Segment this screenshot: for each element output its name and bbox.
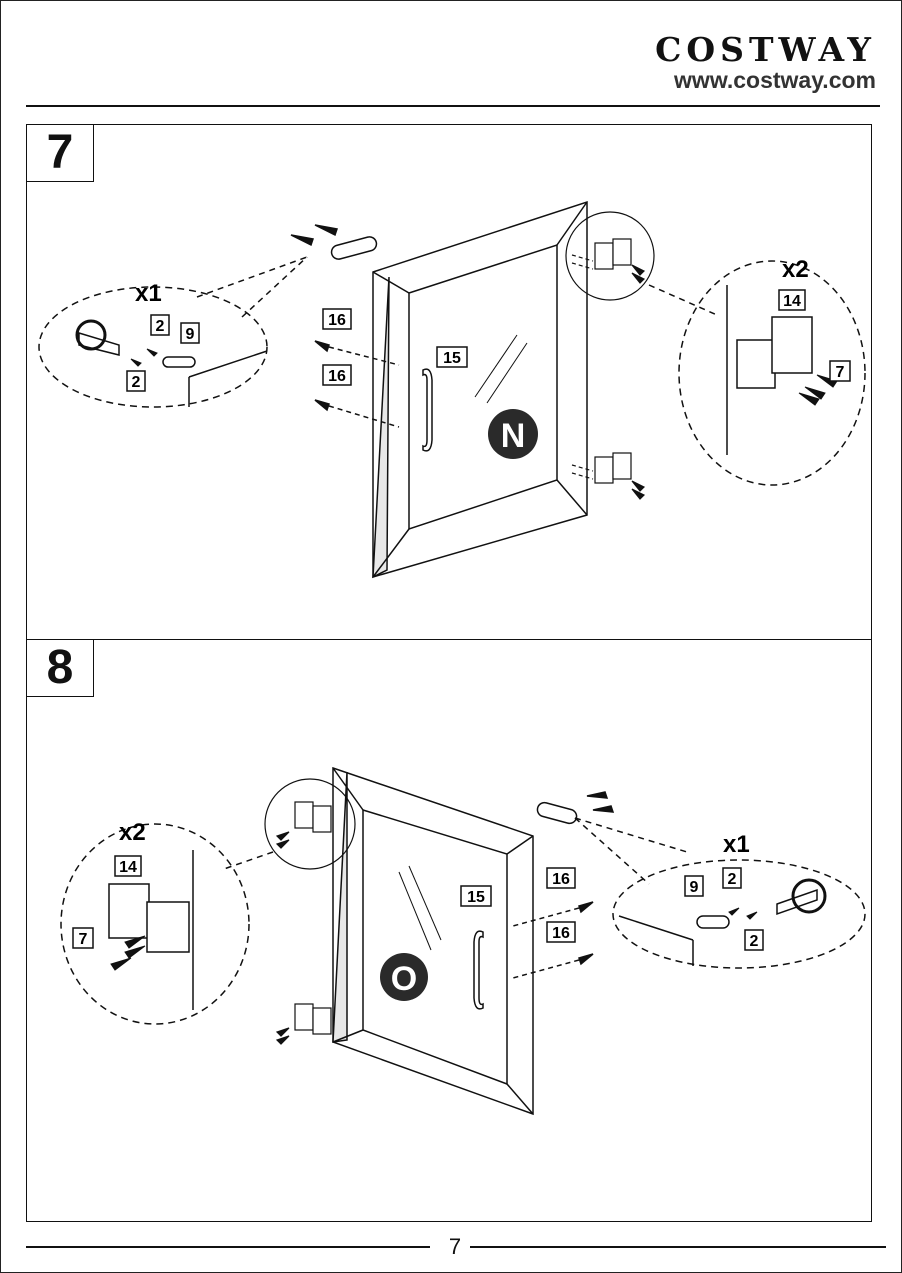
svg-text:16: 16 xyxy=(328,368,346,385)
step-8-illustration: O xyxy=(27,640,873,1223)
svg-text:16: 16 xyxy=(552,871,570,888)
footer-rule-right xyxy=(470,1246,886,1248)
svg-text:15: 15 xyxy=(467,889,485,906)
step-7-illustration: N xyxy=(27,125,873,641)
part-16a-label: 16 xyxy=(547,868,575,888)
part-14-label: 14 xyxy=(779,290,805,310)
handle-count: x1 xyxy=(723,831,750,858)
header-divider xyxy=(26,105,880,107)
door-n xyxy=(373,202,587,577)
footer-rule-left xyxy=(26,1246,430,1248)
svg-text:7: 7 xyxy=(836,364,845,381)
step-7-panel: N xyxy=(26,124,872,640)
part-15-label: 15 xyxy=(461,886,491,906)
handle-bar-9 xyxy=(291,225,378,261)
part-2a-label: 2 xyxy=(723,868,741,888)
svg-text:2: 2 xyxy=(132,374,141,391)
hinge-callout xyxy=(61,824,249,1024)
part-14-label: 14 xyxy=(115,856,141,876)
part-7-label: 7 xyxy=(830,361,850,381)
page-number: 7 xyxy=(440,1233,470,1261)
part-16a-label: 16 xyxy=(323,309,351,329)
hinge-count: x2 xyxy=(782,256,809,283)
svg-text:2: 2 xyxy=(750,933,759,950)
svg-text:15: 15 xyxy=(443,350,461,367)
hinge-top xyxy=(277,802,331,848)
svg-text:14: 14 xyxy=(783,293,801,310)
step-8-panel: O xyxy=(26,639,872,1222)
svg-text:7: 7 xyxy=(79,931,88,948)
part-7-label: 7 xyxy=(73,928,93,948)
svg-text:9: 9 xyxy=(186,326,195,343)
step-number: 7 xyxy=(27,125,94,182)
part-15-label: 15 xyxy=(437,347,467,367)
part-2b-label: 2 xyxy=(127,371,145,391)
svg-text:2: 2 xyxy=(728,871,737,888)
step-number: 8 xyxy=(27,640,94,697)
door-label: O xyxy=(391,960,417,998)
part-9-label: 9 xyxy=(181,323,199,343)
part-16b-label: 16 xyxy=(547,922,575,942)
door-label: N xyxy=(501,417,526,455)
door-o xyxy=(333,768,533,1114)
hinge-count: x2 xyxy=(119,819,146,846)
part-9-label: 9 xyxy=(685,876,703,896)
svg-text:9: 9 xyxy=(690,879,699,896)
svg-text:16: 16 xyxy=(552,925,570,942)
handle-count: x1 xyxy=(135,280,162,307)
brand-logo: COSTWAY www.costway.com xyxy=(655,32,876,92)
hinge-bottom xyxy=(277,1004,331,1044)
brand-name: COSTWAY xyxy=(655,32,876,68)
svg-text:2: 2 xyxy=(156,318,165,335)
part-2a-label: 2 xyxy=(151,315,169,335)
door-label-badge: N xyxy=(488,409,538,459)
svg-text:16: 16 xyxy=(328,312,346,329)
handle-bar-9 xyxy=(536,792,613,825)
svg-text:14: 14 xyxy=(119,859,137,876)
part-2b-label: 2 xyxy=(745,930,763,950)
part-16b-label: 16 xyxy=(323,365,351,385)
door-label-badge: O xyxy=(380,953,428,1001)
brand-url: www.costway.com xyxy=(655,68,876,92)
